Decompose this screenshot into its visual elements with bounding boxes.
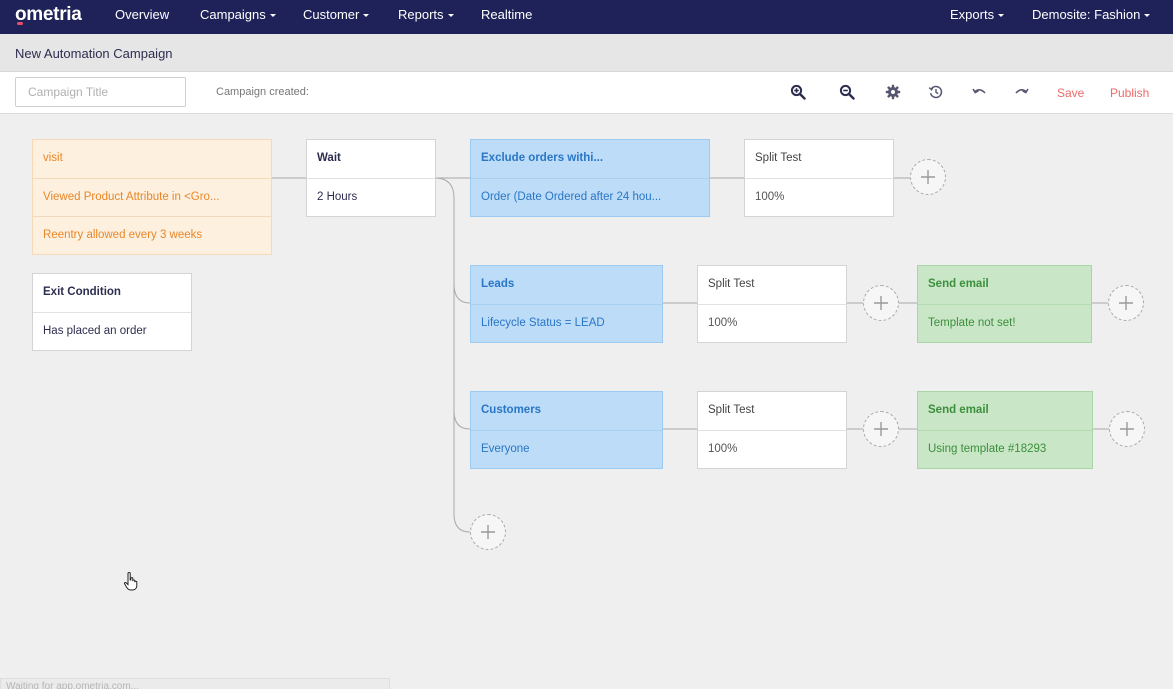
add-step-button[interactable] [1109,411,1145,447]
send-email-node[interactable]: Send email Using template #18293 [917,391,1093,469]
filter-value: Order (Date Ordered after 24 hou... [471,178,709,216]
filter-node-leads[interactable]: Leads Lifecycle Status = LEAD [470,265,663,343]
ometria-logo[interactable]: ometria [15,4,82,25]
plus-icon [1120,422,1134,436]
filter-value: Everyone [471,430,662,468]
nav-site-selector[interactable]: Demosite: Fashion [1032,0,1151,34]
send-email-node[interactable]: Send email Template not set! [917,265,1092,343]
trigger-reentry: Reentry allowed every 3 weeks [33,216,271,254]
add-step-button[interactable] [910,159,946,195]
exit-condition-value: Has placed an order [33,312,191,350]
add-step-button[interactable] [863,285,899,321]
trigger-node[interactable]: visit Viewed Product Attribute in <Gro..… [32,139,272,255]
plus-icon [481,525,495,539]
send-email-title: Send email [928,278,989,290]
wait-node[interactable]: Wait 2 Hours [306,139,436,217]
split-test-node[interactable]: Split Test 100% [744,139,894,217]
exit-condition-title: Exit Condition [43,286,121,298]
split-test-node[interactable]: Split Test 100% [697,265,847,343]
add-step-button[interactable] [1108,285,1144,321]
filter-node-customers[interactable]: Customers Everyone [470,391,663,469]
split-test-node[interactable]: Split Test 100% [697,391,847,469]
zoom-out-icon[interactable] [838,83,856,101]
plus-icon [1119,296,1133,310]
filter-title: Leads [481,278,515,290]
chevron-down-icon [269,14,276,18]
redo-icon[interactable] [1013,83,1031,101]
add-step-button[interactable] [863,411,899,447]
undo-icon[interactable] [970,83,988,101]
hand-pointer-icon [123,572,138,591]
wait-title: Wait [317,152,341,164]
trigger-condition: Viewed Product Attribute in <Gro... [33,178,271,216]
chevron-down-icon [998,14,1005,18]
filter-value: Lifecycle Status = LEAD [471,304,662,342]
filter-title: Customers [481,404,542,416]
page-title: New Automation Campaign [15,46,173,61]
page-header: New Automation Campaign [0,34,1173,72]
publish-button[interactable]: Publish [1110,86,1150,100]
nav-overview[interactable]: Overview [115,7,170,22]
send-email-title: Send email [928,404,989,416]
split-test-value: 100% [698,304,846,342]
split-test-title: Split Test [708,404,755,416]
nav-campaigns[interactable]: Campaigns [200,0,276,34]
filter-node-exclude-orders[interactable]: Exclude orders withi... Order (Date Orde… [470,139,710,217]
top-navbar: ometria Overview Campaigns Customer Repo… [0,0,1173,34]
send-email-value: Using template #18293 [918,430,1092,468]
chevron-down-icon [363,14,370,18]
nav-realtime[interactable]: Realtime [481,7,533,22]
campaign-title-input[interactable] [15,77,186,107]
logo-accent [17,22,23,25]
flow-connectors [271,177,1109,533]
chevron-down-icon [447,14,454,18]
plus-icon [874,422,888,436]
zoom-in-icon[interactable] [789,83,807,101]
campaign-created-label: Campaign created: [216,86,309,98]
exit-condition-node[interactable]: Exit Condition Has placed an order [32,273,192,351]
flow-canvas[interactable]: visit Viewed Product Attribute in <Gro..… [0,114,1173,689]
browser-status-bar: Waiting for app.ometria.com... [0,678,390,689]
nav-reports[interactable]: Reports [398,0,454,34]
trigger-title: visit [43,152,63,164]
plus-icon [921,170,935,184]
split-test-value: 100% [745,178,893,216]
history-icon[interactable] [927,83,945,101]
wait-value: 2 Hours [307,178,435,216]
nav-customer[interactable]: Customer [303,0,370,34]
save-button[interactable]: Save [1057,86,1085,100]
filter-title: Exclude orders withi... [481,152,604,164]
split-test-title: Split Test [755,152,802,164]
campaign-toolbar: Campaign created: Save Publish [0,72,1173,114]
send-email-value: Template not set! [918,304,1091,342]
add-branch-button[interactable] [470,514,506,550]
gear-icon[interactable] [884,83,902,101]
split-test-title: Split Test [708,278,755,290]
chevron-down-icon [1144,14,1151,18]
split-test-value: 100% [698,430,846,468]
plus-icon [874,296,888,310]
nav-exports[interactable]: Exports [950,0,1005,34]
